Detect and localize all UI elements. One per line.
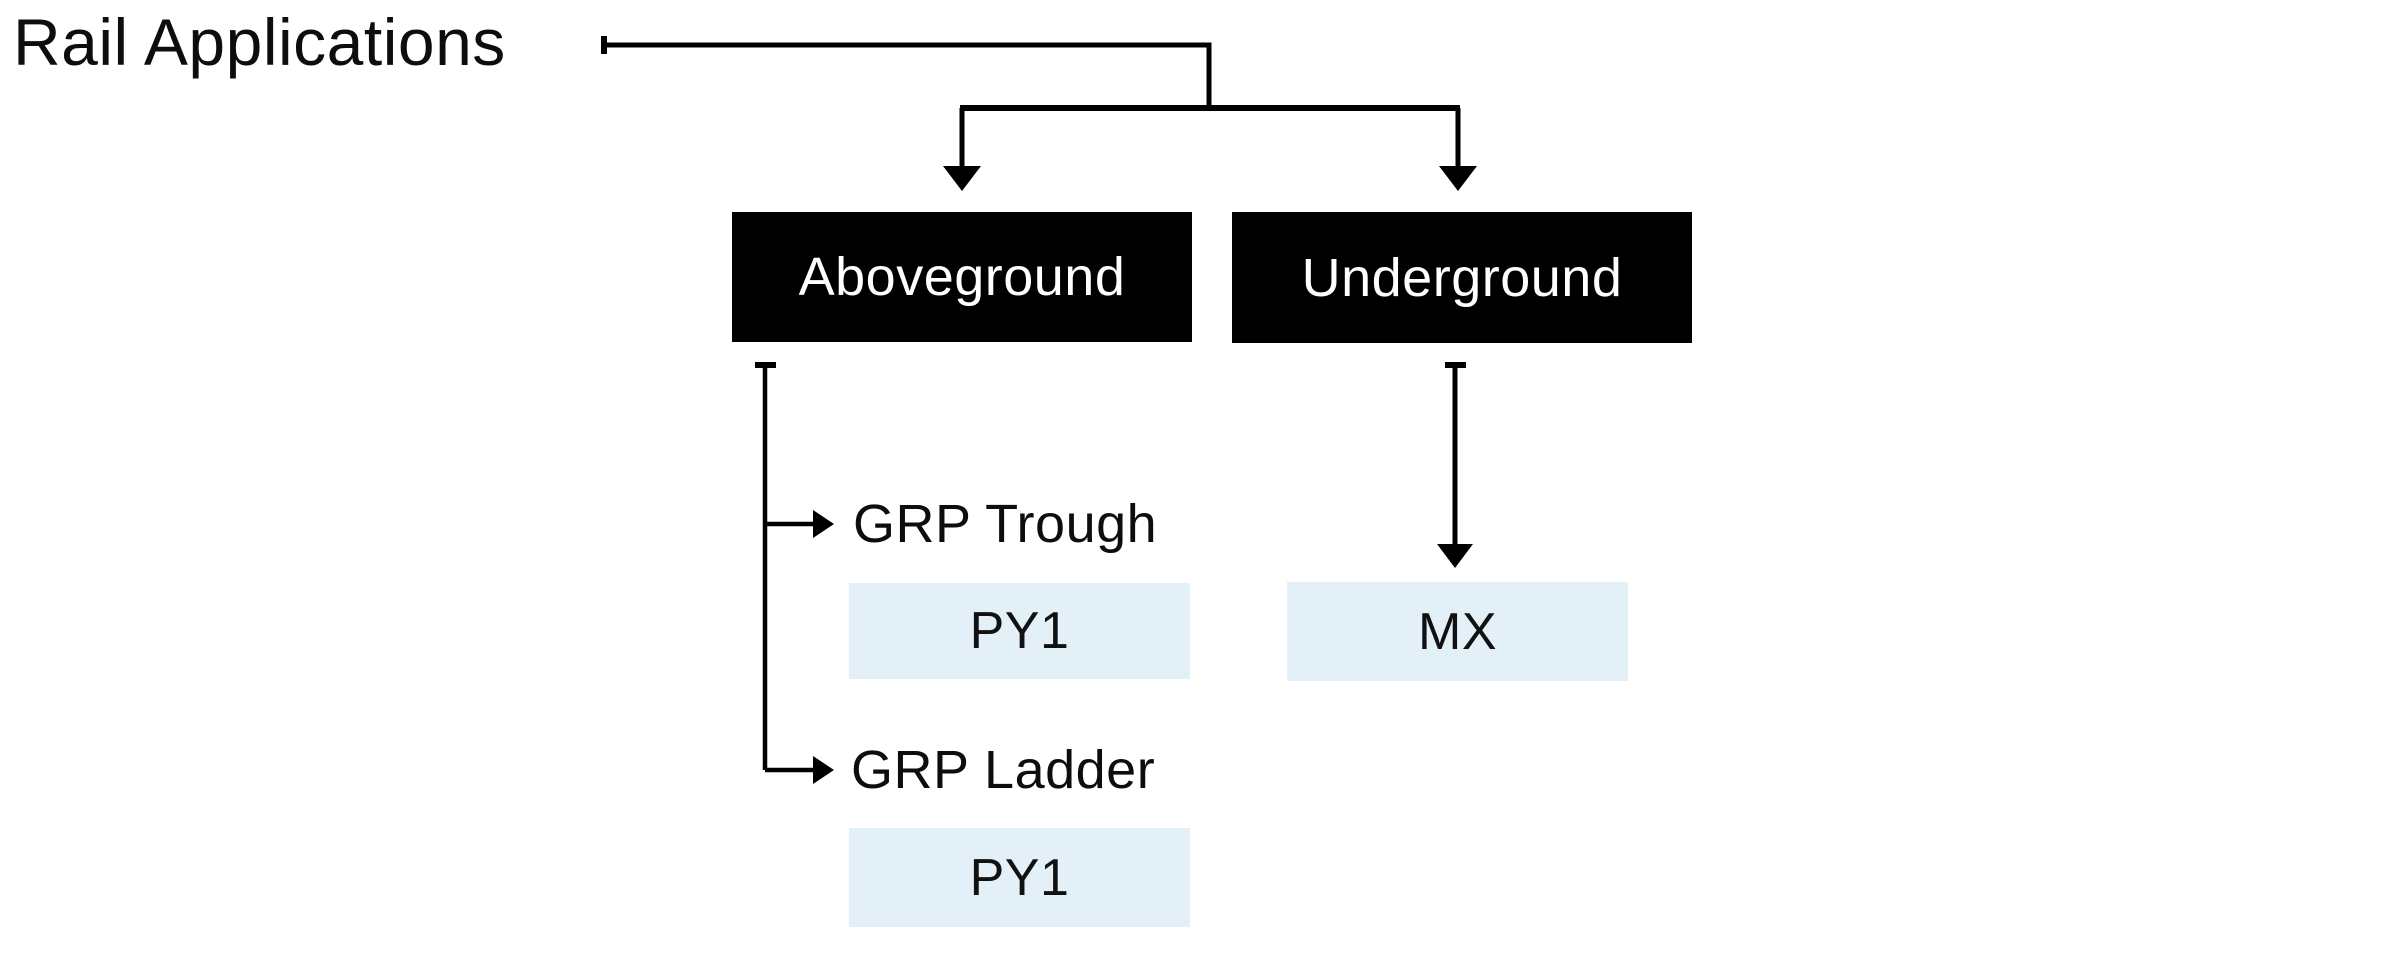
category-node-underground-label: Underground	[1301, 247, 1623, 308]
arrow-to-underground-head-icon	[1439, 166, 1477, 191]
arrow-to-aboveground-head-icon	[943, 166, 981, 191]
item-label-grp-ladder: GRP Ladder	[851, 740, 1156, 800]
product-chip-mx: MX	[1287, 582, 1628, 681]
arrow-to-grp-trough-head-icon	[813, 510, 834, 538]
category-node-aboveground: Aboveground	[732, 212, 1192, 342]
arrow-to-mx-head-icon	[1437, 544, 1473, 568]
diagram-title: Rail Applications	[13, 5, 506, 79]
product-chip-mx-label: MX	[1418, 602, 1497, 661]
item-label-grp-trough: GRP Trough	[853, 494, 1158, 554]
product-chip-py1-trough-label: PY1	[969, 602, 1070, 660]
product-chip-py1-trough: PY1	[849, 583, 1190, 679]
category-node-aboveground-label: Aboveground	[798, 247, 1126, 307]
title-connector-line	[604, 42, 1212, 108]
arrow-to-grp-ladder-head-icon	[813, 756, 834, 784]
product-chip-py1-ladder-label: PY1	[969, 848, 1070, 907]
product-chip-py1-ladder: PY1	[849, 828, 1190, 927]
category-node-underground: Underground	[1232, 212, 1692, 343]
